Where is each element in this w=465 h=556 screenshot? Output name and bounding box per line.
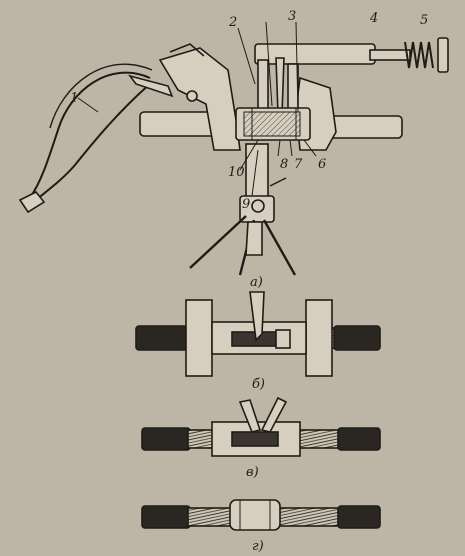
tripod-leg [189, 215, 247, 269]
label-6: 6 [318, 157, 326, 172]
view-v-welding: в) [141, 396, 381, 480]
stand-column [245, 143, 269, 205]
electrode-v [238, 399, 262, 433]
insulation-left [135, 325, 189, 351]
label-1: 1 [70, 91, 78, 106]
view-b-clamped: б) [135, 291, 381, 392]
label-4: 4 [369, 11, 378, 26]
label-9: 9 [242, 197, 250, 212]
caption-a: а) [250, 275, 263, 290]
part-labels: 1 2 3 4 5 6 7 8 9 10 а) [70, 9, 428, 290]
caption-b: б) [252, 377, 265, 392]
lead-wire [29, 71, 151, 199]
caption-g: г) [252, 539, 264, 554]
electrode-b [249, 291, 265, 342]
lead-wire-outer [49, 63, 153, 129]
view-g-finished: г) [141, 499, 381, 554]
clamp-jaw-left [185, 299, 213, 377]
cable-lug [18, 190, 46, 214]
label-5: 5 [420, 13, 428, 28]
label-7: 7 [294, 157, 303, 172]
support-rod [254, 43, 376, 65]
clamp-lever [127, 74, 174, 98]
spring [404, 41, 434, 69]
electrode [275, 57, 285, 115]
label-10: 10 [228, 165, 245, 180]
label-8: 8 [280, 157, 288, 172]
caption-v: в) [246, 465, 259, 480]
clamp-jaw-right [305, 299, 333, 377]
view-a-assembly [18, 37, 449, 276]
label-2: 2 [228, 15, 237, 30]
welded-sleeve [229, 499, 281, 531]
leader-lines [77, 21, 317, 197]
label-3: 3 [288, 9, 296, 24]
insulation-right [333, 325, 381, 351]
